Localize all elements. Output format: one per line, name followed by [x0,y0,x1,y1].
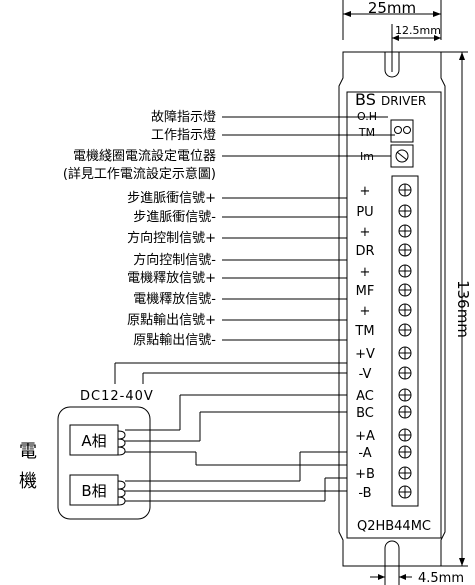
signal-label: (詳見工作電流設定示意圖) [63,166,216,182]
motor-label-2: 機 [19,471,37,492]
signal-label: 電機綫圈電流設定電位器 [73,148,216,164]
screw-icon [398,204,412,218]
indicators [390,119,414,168]
terminal-label: -A [358,446,371,461]
signal-label: 原點輸出信號- [133,333,216,348]
terminal-label: +B [355,467,375,482]
terminal-label: DR [355,244,374,259]
signal-label: 方向控制信號- [133,252,216,268]
terminal-label: PU [356,205,373,220]
terminal-label: +A [355,429,375,444]
led-tm-icon [403,126,411,134]
dimension-height [441,51,468,567]
dimension-width [342,0,442,40]
dimension-bottom [370,566,412,585]
signal-label: 故障指示燈 [151,110,216,125]
screw-icon [398,405,412,419]
dimension-bottom-label: 4.5mm [418,571,464,585]
led-oh-icon [394,126,402,134]
terminal-label: TM [354,324,374,339]
terminal-label: BC [356,406,374,421]
screw-icon [398,323,412,337]
driver-housing [338,51,446,567]
signal-label: 電機釋放信號+ [127,270,216,286]
screw-icon [398,283,412,297]
dimension-height-label: 136mm [454,280,472,338]
indicator-tm-label: TM [358,126,375,139]
motor-wires [125,394,347,502]
terminal-label: +V [355,347,375,362]
screw-icon [398,243,412,257]
terminal-label: -B [358,486,371,501]
screw-icon [398,366,412,380]
terminal-label: + [360,225,371,240]
motor-box [57,406,151,520]
power-wires [114,362,347,384]
indicator-im-label: Im [360,150,374,163]
signal-label: 步進脈衝信號- [133,210,216,225]
terminal-label: AC [356,389,374,404]
model-label: Q2HB44MC [357,519,431,534]
screw-icon [398,346,412,360]
screw-icon [398,183,412,197]
screw-icon [398,264,412,278]
brand-label: BS [355,90,376,109]
phase-a-label: A相 [81,432,106,450]
dimension-inner-width [391,24,441,72]
screw-icon [398,445,412,459]
motor-label-1: 電 [19,441,37,462]
screw-icon [398,428,412,442]
terminal-label: + [360,184,371,199]
terminal-label: + [360,265,371,280]
screw-icon [398,224,412,238]
signal-label: 工作指示燈 [151,128,216,143]
terminal-label: + [360,304,371,319]
terminal-labels: + PU + DR + MF + TM +V -V AC BC +A -A +B -B [354,184,375,501]
signal-label: 步進脈衝信號+ [127,191,216,206]
dimension-inner-label: 12.5mm [395,24,441,37]
screw-icon [398,303,412,317]
power-label: DC12-40V [80,389,154,404]
signal-label: 原點輸出信號+ [127,313,216,328]
signal-label: 方向控制信號+ [127,230,216,246]
terminal-screws [398,183,412,499]
label-leaders [222,116,395,341]
screw-icon [398,388,412,402]
phase-b-label: B相 [81,482,106,500]
screw-icon [398,485,412,499]
terminal-label: MF [356,284,375,299]
indicator-oh-label: O.H [357,110,377,123]
dimension-width-label: 25mm [368,0,416,17]
signal-label: 電機釋放信號- [133,291,216,307]
brand-suffix-label: DRIVER [381,94,426,108]
terminal-label: -V [359,367,372,382]
screw-icon [398,466,412,480]
